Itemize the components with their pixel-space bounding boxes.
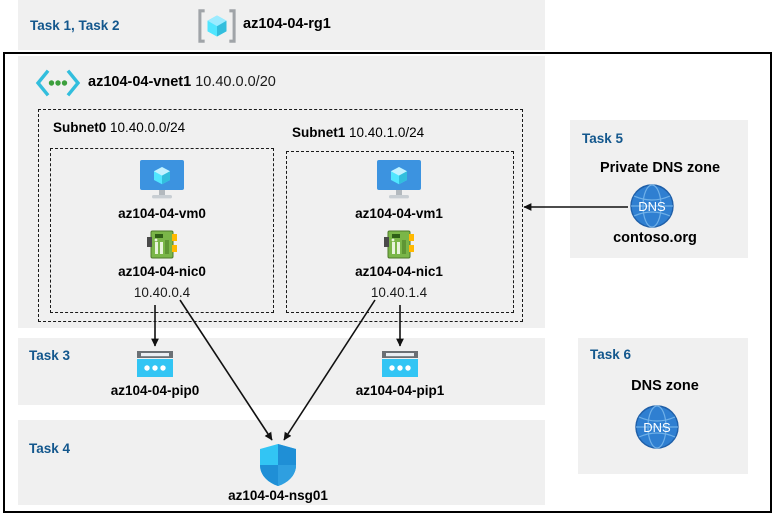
task6-panel bbox=[578, 338, 748, 474]
public-ip-address-icon bbox=[381, 350, 419, 378]
subnet1-cidr: 10.40.1.0/24 bbox=[349, 125, 425, 140]
nic0-ip: 10.40.0.4 bbox=[133, 285, 191, 300]
resource-group-boundary bbox=[3, 52, 772, 513]
network-interface-icon bbox=[383, 228, 416, 261]
vnet-panel bbox=[18, 56, 545, 328]
task-label-6: Task 6 bbox=[590, 347, 632, 362]
vm0-group-box bbox=[50, 148, 274, 313]
task3-panel bbox=[18, 338, 545, 405]
resource-group-header-panel bbox=[18, 0, 545, 50]
subnet0-title: Subnet0 10.40.0.0/24 bbox=[53, 120, 185, 135]
dns-zone-icon: DNS bbox=[634, 404, 680, 450]
nic1-ip: 10.40.1.4 bbox=[370, 285, 428, 300]
dns-zone-icon: DNS bbox=[629, 183, 675, 229]
public-ip-address-icon bbox=[136, 350, 174, 378]
nsg-name: az104-04-nsg01 bbox=[228, 488, 328, 503]
private-dns-zone-heading: Private DNS zone bbox=[599, 160, 721, 176]
virtual-network-icon bbox=[35, 69, 81, 97]
resource-group-icon bbox=[198, 7, 236, 45]
task-label-3: Task 3 bbox=[29, 348, 71, 363]
subnet1-title: Subnet1 10.40.1.0/24 bbox=[292, 125, 424, 140]
virtual-machine-icon bbox=[374, 159, 424, 201]
vnet-cidr: 10.40.0.0/20 bbox=[195, 74, 276, 90]
virtual-machine-icon bbox=[137, 159, 187, 201]
task-label-4: Task 4 bbox=[29, 441, 71, 456]
pip1-name: az104-04-pip1 bbox=[355, 383, 445, 398]
vnet-name: az104-04-vnet1 bbox=[88, 74, 192, 90]
task-label-5: Task 5 bbox=[582, 131, 624, 146]
nic0-name: az104-04-nic0 bbox=[118, 264, 206, 279]
subnet0-cidr: 10.40.0.0/24 bbox=[110, 120, 186, 135]
nic1-name: az104-04-nic1 bbox=[355, 264, 443, 279]
pip0-name: az104-04-pip0 bbox=[110, 383, 200, 398]
private-dns-zone-name: contoso.org bbox=[613, 230, 697, 246]
network-security-group-icon bbox=[259, 443, 297, 487]
subnets-container bbox=[38, 109, 523, 322]
svg-text:DNS: DNS bbox=[643, 420, 671, 435]
vm1-name: az104-04-vm1 bbox=[355, 206, 443, 221]
network-interface-icon bbox=[146, 228, 179, 261]
task-label-1-2: Task 1, Task 2 bbox=[30, 18, 120, 33]
subnet0-name: Subnet0 bbox=[53, 120, 107, 135]
resource-group-name: az104-04-rg1 bbox=[243, 16, 331, 32]
vnet-title: az104-04-vnet1 10.40.0.0/20 bbox=[88, 74, 276, 90]
svg-text:DNS: DNS bbox=[638, 199, 666, 214]
vm0-name: az104-04-vm0 bbox=[118, 206, 206, 221]
subnet1-name: Subnet1 bbox=[292, 125, 346, 140]
dns-zone-heading: DNS zone bbox=[631, 378, 699, 394]
